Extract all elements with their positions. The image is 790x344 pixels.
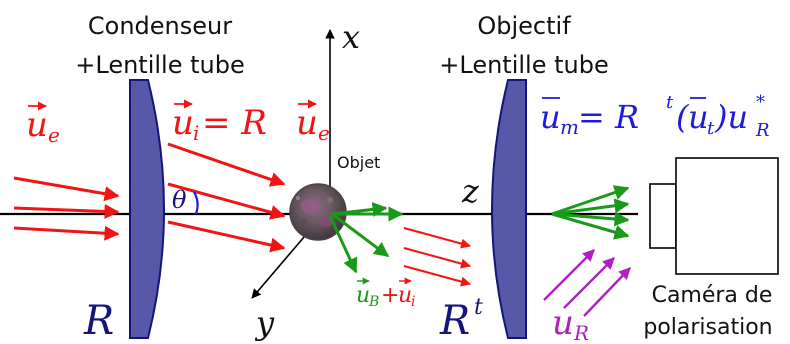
analyzer-arrow [564, 258, 614, 308]
u-m-equation: u m = R t ( u t )u * R [540, 92, 770, 141]
R-symbol: R [83, 298, 114, 344]
R-transpose-sup: t [474, 295, 483, 320]
u-m-transpose: t [666, 92, 674, 113]
u-i-symbol: u [172, 103, 194, 143]
objective-title-line2: +Lentille tube [439, 51, 608, 79]
object-label: Objet [337, 153, 380, 172]
x-axis-label: x [342, 18, 360, 56]
u-t-symbol: u [688, 98, 709, 136]
u-e-symbol: u [26, 105, 48, 145]
u-m-equals-R: = R [578, 98, 639, 136]
transmitted-ray [404, 228, 470, 246]
objective-title-line1: Objectif [477, 12, 571, 40]
u-R-symbol: u [552, 303, 574, 343]
u-m-paren-close: )u [714, 98, 748, 136]
u-i-equals-R: = R [202, 103, 267, 143]
R-transpose-symbol: R [439, 298, 470, 344]
refracted-ray [168, 222, 284, 248]
z-axis-label: z [461, 172, 480, 210]
camera-label-line2: polarisation [643, 315, 772, 340]
refracted-ray [168, 144, 284, 184]
condenser-title-line2: +Lentille tube [75, 51, 244, 79]
u-i-subscript-small: i [411, 294, 415, 310]
u-i-subscript: i [193, 121, 199, 145]
u-R-sub: R [573, 321, 589, 344]
analyzer-arrow [544, 250, 594, 300]
u-R-conjugate: * [756, 92, 765, 113]
u-R-subscript: R [755, 120, 770, 141]
camera-label-line1: Caméra de [652, 283, 773, 308]
u-e-vector-label: u e [26, 105, 60, 147]
theta-symbol: θ [172, 186, 187, 214]
u-B-plus-u-i-label: u B + u i [356, 281, 415, 310]
objective-lens [492, 80, 526, 338]
incoming-ray [14, 208, 118, 212]
polarization-camera [650, 158, 778, 274]
u-i-equation: u i = R u e [172, 103, 330, 145]
transmitted-ray [404, 266, 470, 284]
incoming-ray [14, 228, 118, 234]
transmitted-ray [404, 248, 470, 266]
theta-arc [194, 192, 198, 214]
u-B-subscript: B [368, 294, 379, 310]
u-e-symbol-rhs: u [296, 103, 318, 143]
u-e-subscript-rhs: e [318, 121, 330, 145]
condenser-title-line1: Condenseur [88, 12, 232, 40]
incoming-ray [14, 178, 118, 196]
u-m-symbol: u [540, 98, 561, 136]
u-t-subscript: t [707, 118, 715, 139]
y-axis-label: y [254, 304, 275, 342]
condenser-lens [130, 80, 164, 338]
u-m-subscript: m [560, 115, 579, 139]
u-e-subscript: e [48, 123, 60, 147]
plus-sign: + [381, 283, 399, 308]
analyzer-arrow [584, 268, 630, 316]
